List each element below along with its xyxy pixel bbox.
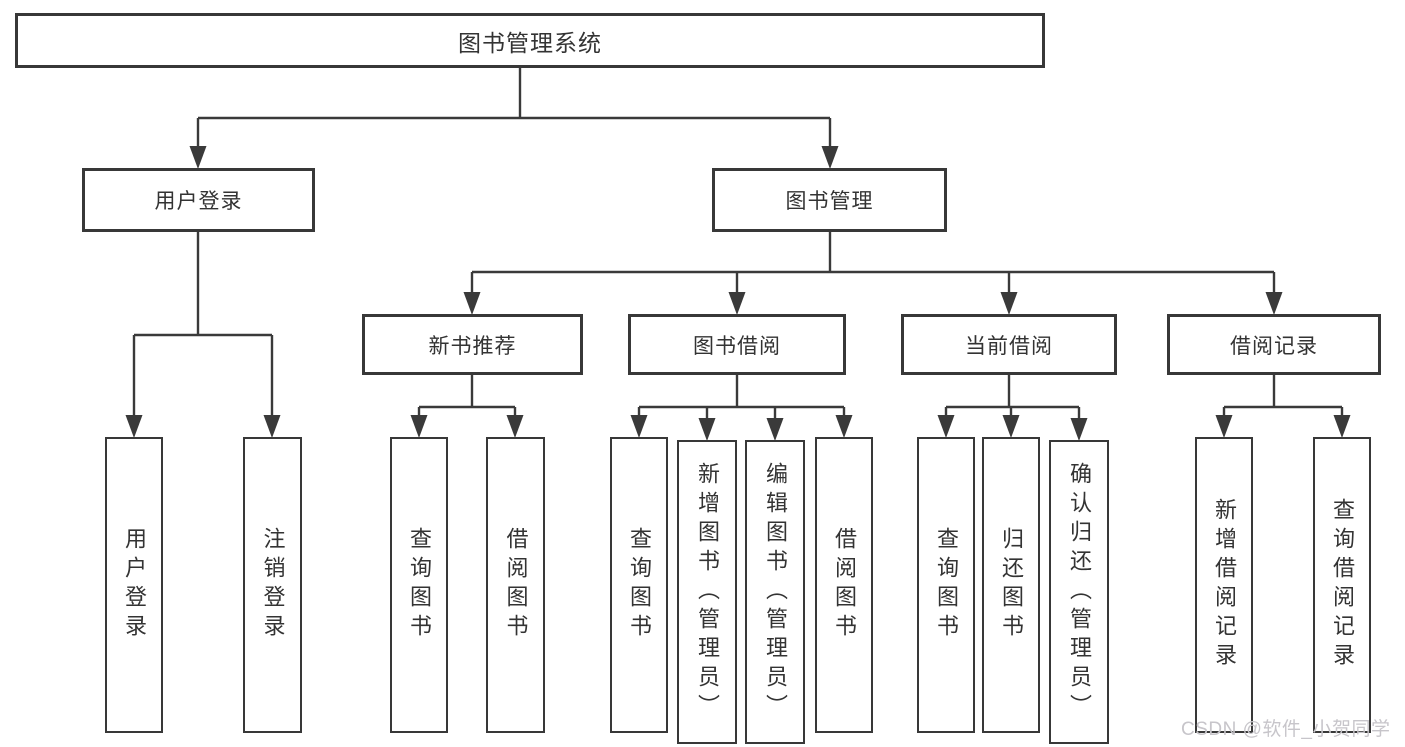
leaf-borrowing-borrow-books-label: 借阅图书	[832, 527, 857, 643]
node-book-borrowing: 图书借阅	[628, 314, 846, 375]
leaf-recommend-borrow-books-label: 借阅图书	[503, 527, 529, 643]
branch-root	[189, 68, 839, 169]
branch-new-book-recommend	[410, 375, 524, 438]
leaf-add-books-admin-label: 新增图书（管理员）	[695, 461, 720, 723]
node-new-book-recommend-label: 新书推荐	[428, 334, 517, 358]
leaf-edit-books-admin: 编辑图书（管理员）	[745, 440, 805, 744]
leaf-borrowing-query-books: 查询图书	[610, 437, 668, 733]
branch-current-borrowing	[937, 375, 1088, 441]
leaf-add-borrow-record: 新增借阅记录	[1195, 437, 1253, 733]
leaf-return-books-label: 归还图书	[999, 527, 1024, 643]
leaf-logout-label: 注销登录	[260, 527, 286, 643]
node-book-management: 图书管理	[712, 168, 947, 232]
node-user-login-label: 用户登录	[154, 190, 243, 213]
branch-book-management	[463, 232, 1283, 315]
node-book-borrowing-label: 图书借阅	[693, 334, 781, 358]
leaf-recommend-query-books-label: 查询图书	[407, 527, 432, 643]
leaf-current-query-books: 查询图书	[917, 437, 975, 733]
leaf-logout: 注销登录	[243, 437, 302, 733]
leaf-recommend-borrow-books: 借阅图书	[486, 437, 545, 733]
node-current-borrowing-label: 当前借阅	[965, 334, 1053, 358]
leaf-recommend-query-books: 查询图书	[390, 437, 448, 733]
leaf-user-login-label: 用户登录	[122, 527, 147, 643]
leaf-borrowing-borrow-books: 借阅图书	[815, 437, 873, 733]
leaf-confirm-return-admin: 确认归还（管理员）	[1049, 440, 1109, 744]
leaf-borrowing-query-books-label: 查询图书	[627, 527, 652, 643]
node-root-system: 图书管理系统	[15, 13, 1045, 68]
leaf-edit-books-admin-label: 编辑图书（管理员）	[763, 461, 788, 723]
csdn-watermark: CSDN @软件_小贺同学	[1181, 719, 1391, 740]
node-root-label: 图书管理系统	[458, 29, 602, 56]
node-borrowing-records: 借阅记录	[1167, 314, 1381, 375]
branch-user-login	[125, 232, 281, 438]
leaf-query-borrow-record: 查询借阅记录	[1313, 437, 1371, 733]
leaf-current-query-books-label: 查询图书	[934, 527, 959, 643]
node-borrowing-records-label: 借阅记录	[1230, 334, 1318, 358]
node-current-borrowing: 当前借阅	[901, 314, 1117, 375]
leaf-add-books-admin: 新增图书（管理员）	[677, 440, 737, 744]
branch-book-borrowing	[630, 375, 853, 441]
leaf-query-borrow-record-label: 查询借阅记录	[1330, 498, 1355, 672]
leaf-return-books: 归还图书	[982, 437, 1040, 733]
leaf-confirm-return-admin-label: 确认归还（管理员）	[1067, 461, 1092, 723]
leaf-user-login: 用户登录	[105, 437, 163, 733]
node-book-management-label: 图书管理	[785, 190, 874, 213]
branch-borrowing-records	[1215, 375, 1351, 438]
leaf-add-borrow-record-label: 新增借阅记录	[1212, 498, 1237, 672]
node-new-book-recommend: 新书推荐	[362, 314, 583, 375]
node-user-login: 用户登录	[82, 168, 315, 232]
